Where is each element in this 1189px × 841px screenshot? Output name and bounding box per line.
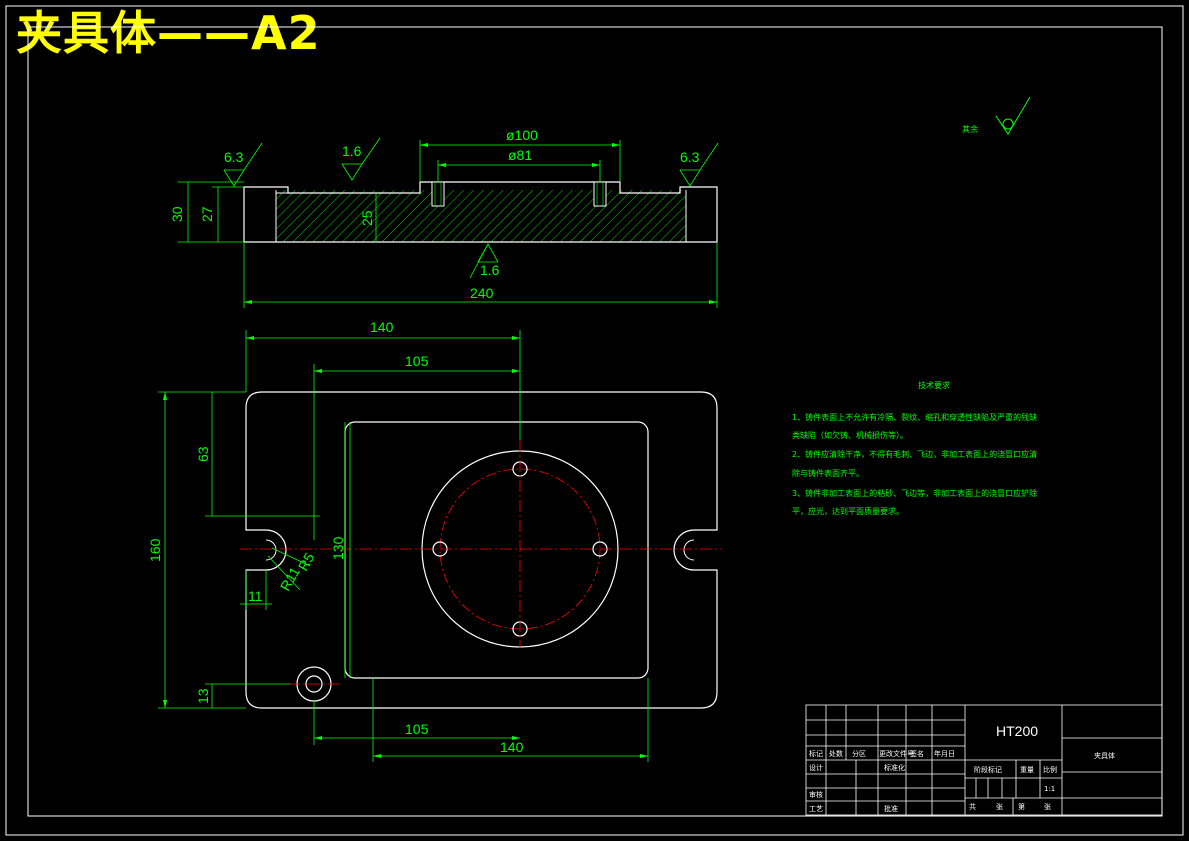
dim-inner-height: 130 (330, 536, 346, 560)
drawing-title: 夹具体——A2 (16, 6, 321, 60)
tb-review: 审核 (809, 790, 823, 799)
tb-process: 工艺 (809, 805, 823, 813)
tb-sheet-count: 共 (969, 802, 976, 811)
part-name-label: 夹具体 (1094, 751, 1115, 760)
tech-notes-heading: 技术要求 (918, 380, 950, 390)
tb-row-label: 标记 (809, 749, 823, 758)
roughness-right: 6.3 (680, 149, 700, 165)
tb-row-label: 分区 (852, 749, 866, 758)
roughness-other-label: 其余 (962, 124, 978, 134)
tech-notes: 技术要求 1、铸件表面上不允许有冷隔、裂纹、缩孔和穿透性缺陷及严重的残缺 类缺陷… (792, 380, 1037, 516)
plan-view: 140 105 160 63 13 130 11 R11 R5 105 140 (147, 319, 722, 762)
tb-scale: 比例 (1043, 765, 1057, 774)
section-view: ø100 ø81 6.3 1.6 6.3 1.6 240 30 27 25 (169, 127, 719, 308)
dim-left-lower: 13 (195, 688, 211, 704)
inner-border (27, 26, 1163, 817)
tech-note-line: 1、铸件表面上不允许有冷隔、裂纹、缩孔和穿透性缺陷及严重的残缺 (792, 412, 1037, 422)
tb-standard: 标准化 (884, 763, 905, 772)
tb-sheet-word: 张 (996, 802, 1003, 811)
tech-note-line: 2、铸件应清除干净，不得有毛刺、飞边，非加工表面上的浇冒口应清 (792, 449, 1037, 459)
inner-recess (344, 421, 649, 679)
tb-sheet-no: 第 (1018, 802, 1025, 811)
tb-row-label: 签名 (910, 749, 924, 758)
dim-bottom-inner: 105 (405, 721, 429, 737)
roughness-left: 6.3 (224, 149, 244, 165)
dim-height-step: 27 (199, 206, 215, 222)
outer-border (5, 5, 1184, 836)
dim-left-upper: 63 (195, 446, 211, 462)
tb-row-label: 处数 (829, 749, 843, 758)
tb-scale-value: 1:1 (1044, 785, 1055, 793)
plate-outline (245, 391, 718, 709)
tech-note-line: 3、铸件非加工表面上的粘砂、飞边等，非加工表面上的浇冒口应铲除 (792, 488, 1037, 498)
tb-row-label: 年月日 (934, 749, 955, 758)
dim-top-inner: 105 (405, 353, 429, 369)
dim-width-total: 240 (470, 285, 494, 301)
tb-weight: 重量 (1020, 766, 1034, 774)
dim-left-total: 160 (147, 538, 163, 562)
title-block-text: HT200 夹具体 标记 处数 分区 更改文件号 签名 年月日 设计 标准化 阶… (809, 723, 1115, 813)
dim-diam-inner: ø81 (508, 147, 532, 163)
roughness-bottom: 1.6 (480, 262, 500, 278)
tech-note-line: 除与铸件表面齐平。 (792, 468, 864, 478)
roughness-other: 其余 (962, 96, 1031, 135)
title-block (805, 704, 1163, 816)
tb-stage-mark: 阶段标记 (974, 765, 1002, 774)
tech-note-line: 平，应光，达到平面质量要求。 (792, 506, 904, 516)
dim-bottom-outer: 140 (500, 739, 524, 755)
section-hatch (276, 190, 686, 242)
dim-height-total: 30 (169, 206, 185, 222)
dim-height-inner: 25 (359, 210, 375, 226)
material-label: HT200 (996, 723, 1038, 739)
roughness-mid: 1.6 (342, 143, 362, 159)
dim-slot-r2: R5 (295, 550, 318, 574)
tb-design: 设计 (809, 763, 823, 772)
dim-top-outer: 140 (370, 319, 394, 335)
tb-sheet-word2: 张 (1044, 802, 1051, 811)
tb-approve: 批准 (884, 804, 898, 813)
tb-row-label: 更改文件号 (879, 749, 914, 758)
tech-note-line: 类缺陷（如欠铸、机械损伤等）。 (792, 430, 908, 440)
dim-diam-outer: ø100 (506, 127, 538, 143)
dim-slot-width: 11 (248, 588, 263, 604)
